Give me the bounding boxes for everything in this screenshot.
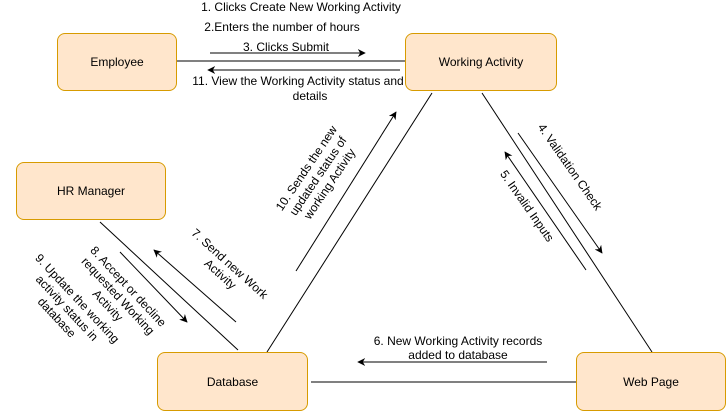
node-web-page: Web Page	[576, 352, 726, 411]
link-hr-manager-database	[99, 221, 239, 351]
link-working-activity-database	[266, 92, 433, 353]
arrow-step-4	[517, 132, 603, 254]
label-step-11-line-1: 11. View the Working Activity status and	[192, 74, 404, 88]
label-step-1: 1. Clicks Create New Working Activity	[201, 0, 401, 14]
arrow-step-5	[504, 151, 587, 271]
label-step-2: 2.Enters the number of hours	[204, 20, 360, 34]
node-hr-manager: HR Manager	[16, 162, 166, 220]
node-database: Database	[157, 352, 308, 411]
arrow-step-8-9	[119, 251, 188, 323]
arrow-step-7	[153, 249, 237, 323]
node-working-activity: Working Activity	[405, 33, 557, 91]
arrow-step-10	[295, 111, 397, 272]
label-step-6-line-2: added to database	[408, 348, 508, 362]
link-working-activity-web-page	[481, 92, 653, 353]
label-step-11-line-2: details	[292, 89, 328, 103]
label-step-6-line-1: 6. New Working Activity records	[373, 334, 543, 348]
node-employee: Employee	[57, 33, 177, 91]
label-step-3: 3. Clicks Submit	[242, 40, 330, 54]
